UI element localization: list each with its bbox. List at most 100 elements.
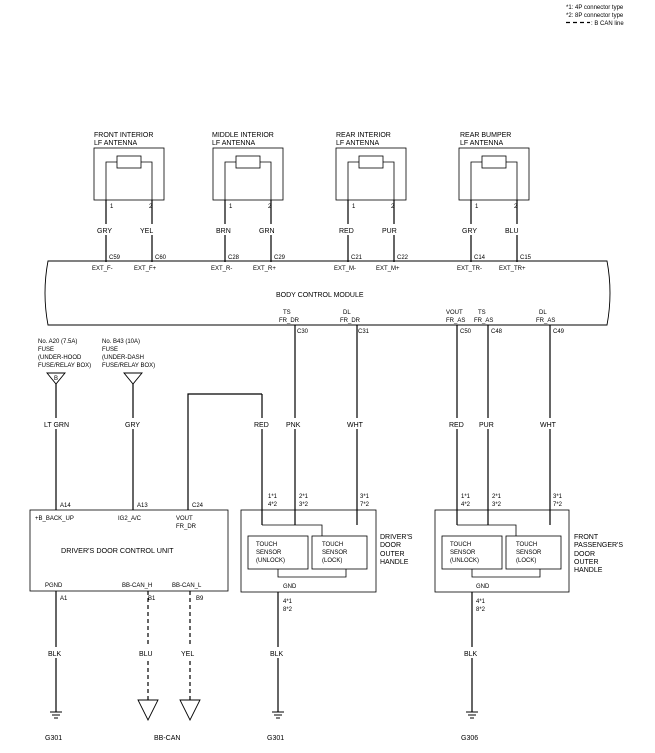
label-bg xyxy=(284,418,306,429)
bcm-pin-ts-as-b: FR_AS xyxy=(474,318,493,324)
fuse-letter: B xyxy=(54,376,58,382)
antenna-box xyxy=(458,147,530,201)
handle-title-5: HANDLE xyxy=(574,567,603,574)
label-bg xyxy=(42,418,70,429)
pin-a14: A14 xyxy=(60,503,71,509)
antenna-rear-bumper: REAR BUMPER LF ANTENNA 1 2 GRY BLU C14 C… xyxy=(457,132,532,272)
sensor-1-c: (UNLOCK) xyxy=(450,558,479,564)
pin-ig2: IG2_A/C xyxy=(118,516,142,522)
gnd-pin-2: 8*2 xyxy=(283,607,293,613)
handle-gnd: GND xyxy=(476,584,490,590)
can-triangle-icon xyxy=(137,699,159,722)
sensor-lock xyxy=(311,535,368,570)
ground-icon xyxy=(272,711,284,719)
pin-a13: A13 xyxy=(137,503,148,509)
wire-color-red: RED xyxy=(254,422,269,429)
pin-1b: 4*2 xyxy=(268,502,278,508)
bcm-pin-dl-as-b: FR_AS xyxy=(536,318,555,324)
sensor-1-c: (UNLOCK) xyxy=(256,558,285,564)
ddcu-label: DRIVER'S DOOR CONTROL UNIT xyxy=(61,546,174,555)
connector-2: C29 xyxy=(274,255,286,261)
drivers-door-outer-handle: DRIVER'S DOOR OUTER HANDLE 1*1 4*2 2*1 3… xyxy=(240,494,413,613)
antenna-middle-interior: MIDDLE INTERIOR LF ANTENNA 1 2 BRN GRN C… xyxy=(211,132,286,272)
pin-3b: 7*2 xyxy=(360,502,370,508)
label-bg xyxy=(95,224,117,235)
sensor-2-c: (LOCK) xyxy=(516,558,536,564)
pin-2b: 3*2 xyxy=(492,502,502,508)
connector-c49: C49 xyxy=(553,329,565,335)
legend-note-3: : B CAN line xyxy=(591,21,624,27)
fuse-triangle xyxy=(46,372,66,385)
label-bg xyxy=(140,224,162,235)
signal-2: EXT_R+ xyxy=(253,266,276,272)
wire-color-1: RED xyxy=(339,228,354,235)
signal-2: EXT_M+ xyxy=(376,266,400,272)
connector-2: C22 xyxy=(397,255,409,261)
sensor-2-c: (LOCK) xyxy=(322,558,342,564)
bcm-outline xyxy=(44,260,611,326)
wire-color: GRY xyxy=(125,422,140,429)
wire-color-red: RED xyxy=(449,422,464,429)
antenna-loop xyxy=(470,161,518,200)
antenna-title-1: FRONT INTERIOR xyxy=(94,132,153,139)
connector-c50: C50 xyxy=(460,329,472,335)
sensor-2-b: SENSOR xyxy=(322,550,348,556)
connector-c31: C31 xyxy=(358,329,370,335)
pin-2: 2 xyxy=(268,204,272,210)
wire-color-blu: BLU xyxy=(139,651,153,658)
pin-a1: A1 xyxy=(60,596,68,602)
pin-bbcanl: BB-CAN_L xyxy=(172,583,202,589)
sensor-1-b: SENSOR xyxy=(256,550,282,556)
handle-title-4: HANDLE xyxy=(380,559,409,566)
bcm-label: BODY CONTROL MODULE xyxy=(276,292,364,299)
pin-vout-a: VOUT xyxy=(176,516,193,522)
label-bg xyxy=(47,647,67,658)
antenna-title-2: LF ANTENNA xyxy=(460,140,504,147)
label-bg xyxy=(345,418,369,429)
fuse-line-4: FUSE/RELAY BOX) xyxy=(102,363,155,369)
pin-2: 2 xyxy=(149,204,153,210)
connector-2: C15 xyxy=(520,255,532,261)
wire-color-1: GRY xyxy=(462,228,477,235)
wire-color-wht: WHT xyxy=(347,422,364,429)
wire-color-1: BRN xyxy=(216,228,231,235)
fuse-line-1: No. B43 (10A) xyxy=(102,339,140,345)
vout-wire xyxy=(187,393,262,510)
fuse-a20: No. A20 (7.5A) FUSE (UNDER-HOOD FUSE/REL… xyxy=(38,339,91,510)
signal-1: EXT_TR- xyxy=(457,266,482,272)
antenna-loop xyxy=(347,161,395,200)
antenna-front-interior: FRONT INTERIOR LF ANTENNA 1 2 GRY YEL C5… xyxy=(92,132,167,272)
label-bg xyxy=(505,224,527,235)
bcm-pin-ts-dr-a: TS xyxy=(283,310,291,316)
internal-wire xyxy=(457,524,517,536)
wire-color: LT GRN xyxy=(44,422,69,429)
antenna-coil xyxy=(116,155,142,169)
pin-2: 2 xyxy=(391,204,395,210)
signal-1: EXT_F- xyxy=(92,266,113,272)
sensor-2-a: TOUCH xyxy=(516,542,537,548)
internal-wire xyxy=(262,524,323,536)
bcm-pin-dl-dr-a: DL xyxy=(343,310,351,316)
passengers-door-outer-handle: FRONT PASSENGER'S DOOR OUTER HANDLE 1*1 … xyxy=(434,494,623,613)
wire-color-yel: YEL xyxy=(181,651,194,658)
pin-1a: 1*1 xyxy=(268,494,278,500)
pin-1b: 4*2 xyxy=(461,502,471,508)
ddcu-box xyxy=(29,509,229,592)
wire-color-blk: BLK xyxy=(48,651,62,658)
connector-1: C59 xyxy=(109,255,121,261)
fuse-line-2: FUSE xyxy=(102,347,118,353)
label-bg xyxy=(538,418,562,429)
wire-color-1: GRY xyxy=(97,228,112,235)
label-bg xyxy=(463,647,483,658)
antenna-box xyxy=(93,147,165,201)
sensor-lock xyxy=(505,535,562,570)
pin-bbackup: +B_BACK_UP xyxy=(35,516,74,522)
sensor-2-a: TOUCH xyxy=(322,542,343,548)
label-bg xyxy=(382,224,404,235)
label-bg xyxy=(138,647,158,658)
handle-title-4: OUTER xyxy=(574,559,599,566)
handle-title-3: OUTER xyxy=(380,551,405,558)
label-bg xyxy=(460,224,482,235)
handle-gnd: GND xyxy=(283,584,297,590)
